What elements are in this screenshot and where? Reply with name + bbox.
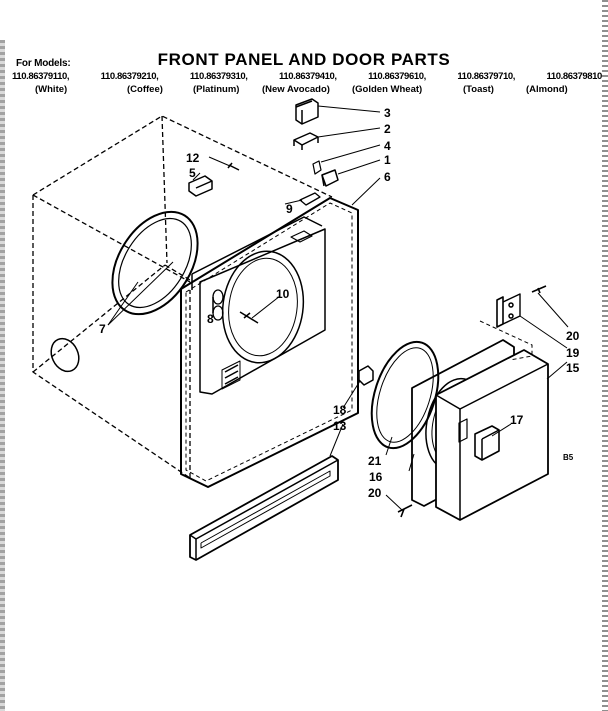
part-20-screw-lower — [397, 504, 413, 518]
part-8-door-switch — [212, 289, 224, 321]
callout-20-upper: 20 — [566, 329, 580, 343]
model-number: 110.86379210, — [100, 71, 159, 82]
for-models-label: For Models: — [16, 58, 71, 69]
callout-leaders — [107, 105, 569, 511]
part-21-door-gasket — [370, 340, 440, 450]
model-color: (Almond) — [526, 84, 568, 95]
part-12-screw — [227, 162, 240, 171]
callout-17: 17 — [510, 413, 524, 427]
callout-2: 2 — [384, 122, 391, 136]
callout-5: 5 — [189, 166, 196, 180]
model-number-list: 110.86379110, 110.86379210, 110.86379310… — [12, 71, 602, 82]
model-color: (New Avocado) — [262, 84, 330, 95]
callout-8: 8 — [207, 312, 214, 326]
part-19-hinge — [496, 293, 521, 328]
front-panel — [180, 197, 359, 488]
callout-1: 1 — [384, 153, 391, 167]
scan-edge-left — [0, 40, 5, 711]
model-number: 110.86379410, — [278, 71, 337, 82]
callout-21: 21 — [368, 454, 382, 468]
diagram-header: For Models: FRONT PANEL AND DOOR PARTS 1… — [0, 0, 608, 100]
callout-12: 12 — [186, 151, 200, 165]
callout-labels: 3 2 4 1 6 12 5 9 7 8 10 18 13 20 19 15 1… — [99, 106, 580, 500]
callout-13: 13 — [333, 419, 347, 433]
model-number: 110.86379710, — [457, 71, 516, 82]
callout-15: 15 — [566, 361, 580, 375]
callout-6: 6 — [384, 170, 391, 184]
callout-3: 3 — [384, 106, 391, 120]
callout-16: 16 — [369, 470, 383, 484]
part-10-screw — [239, 311, 259, 324]
model-color: (Golden Wheat) — [352, 84, 423, 95]
model-color-list: (White) (Coffee) (Platinum) (New Avocado… — [0, 84, 608, 98]
model-color: (Toast) — [463, 84, 494, 95]
model-number: 110.86379810 — [546, 71, 603, 82]
part-9-bracket — [299, 192, 321, 206]
model-number: 110.86379610, — [368, 71, 426, 82]
callout-18: 18 — [333, 403, 347, 417]
model-color: (Platinum) — [193, 84, 240, 95]
scan-edge-right — [602, 0, 608, 711]
callout-9: 9 — [286, 202, 293, 216]
model-color: (White) — [35, 84, 68, 95]
part-15-outer-door — [435, 349, 549, 521]
part-13-toe-panel — [189, 455, 339, 561]
dryer-cabinet — [32, 115, 333, 479]
callout-20-lower: 20 — [368, 486, 382, 500]
part-20-screw-upper — [531, 285, 547, 294]
model-color: (Coffee) — [127, 84, 163, 95]
parts-1-4-switch-assembly — [293, 98, 339, 187]
model-number: 110.86379110, — [12, 71, 70, 82]
callout-19: 19 — [566, 346, 580, 360]
hinge-guide-dashed — [479, 320, 533, 361]
model-number: 110.86379310, — [189, 71, 248, 82]
corner-code: B5 — [563, 453, 574, 462]
exhaust-opening — [50, 337, 80, 373]
part-18-hinge-catch — [358, 365, 374, 386]
part-5-panel-clip — [188, 175, 213, 197]
callout-4: 4 — [384, 139, 391, 153]
page-title: FRONT PANEL AND DOOR PARTS — [157, 50, 451, 69]
callout-7: 7 — [99, 322, 106, 336]
callout-10: 10 — [276, 287, 290, 301]
part-17-door-handle — [474, 425, 500, 461]
